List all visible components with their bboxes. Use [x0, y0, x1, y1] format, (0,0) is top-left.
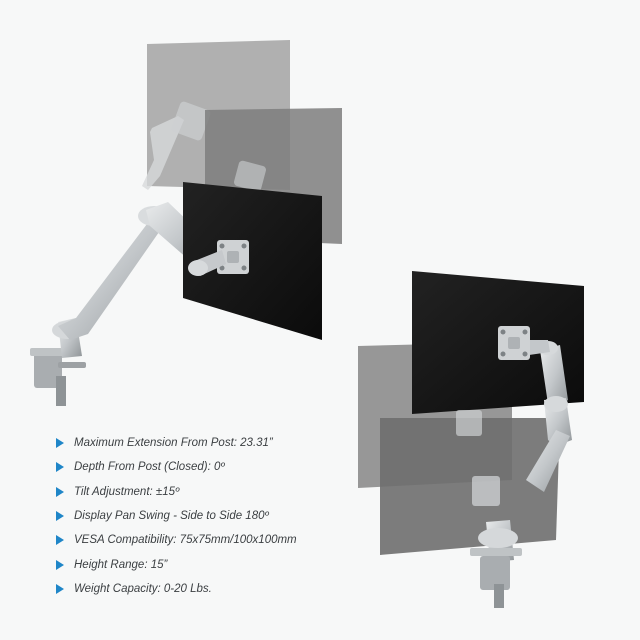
ghost-monitor-lower	[380, 418, 560, 555]
spec-item: Maximum Extension From Post: 23.31”	[56, 431, 297, 455]
triangle-right-icon	[56, 511, 64, 522]
vesa-plate-right	[498, 326, 530, 360]
triangle-right-icon	[56, 462, 64, 473]
left-mount-illustration	[30, 40, 342, 406]
spec-item: VESA Compatibility: 75x75mm/100x100mm	[56, 528, 297, 552]
spec-text: Height Range: 15”	[74, 558, 168, 571]
vesa-plate-left	[217, 240, 249, 274]
spec-item: Weight Capacity: 0-20 Lbs.	[56, 577, 297, 601]
triangle-right-icon	[56, 486, 64, 497]
triangle-right-icon	[56, 535, 64, 546]
right-mount-illustration	[358, 271, 584, 608]
spec-text: Display Pan Swing - Side to Side 180º	[74, 510, 269, 523]
spec-item: Height Range: 15”	[56, 552, 297, 576]
spec-item: Tilt Adjustment: ±15º	[56, 480, 297, 504]
spec-text: Depth From Post (Closed): 0º	[74, 461, 225, 474]
spec-list: Maximum Extension From Post: 23.31” Dept…	[56, 431, 297, 601]
spec-text: VESA Compatibility: 75x75mm/100x100mm	[74, 534, 297, 547]
triangle-right-icon	[56, 559, 64, 570]
spec-item: Depth From Post (Closed): 0º	[56, 455, 297, 479]
spec-text: Weight Capacity: 0-20 Lbs.	[74, 582, 212, 595]
front-monitor-left	[183, 182, 322, 340]
spec-text: Tilt Adjustment: ±15º	[74, 485, 180, 498]
triangle-right-icon	[56, 438, 64, 449]
spec-item: Display Pan Swing - Side to Side 180º	[56, 504, 297, 528]
spec-text: Maximum Extension From Post: 23.31”	[74, 437, 273, 450]
triangle-right-icon	[56, 583, 64, 594]
